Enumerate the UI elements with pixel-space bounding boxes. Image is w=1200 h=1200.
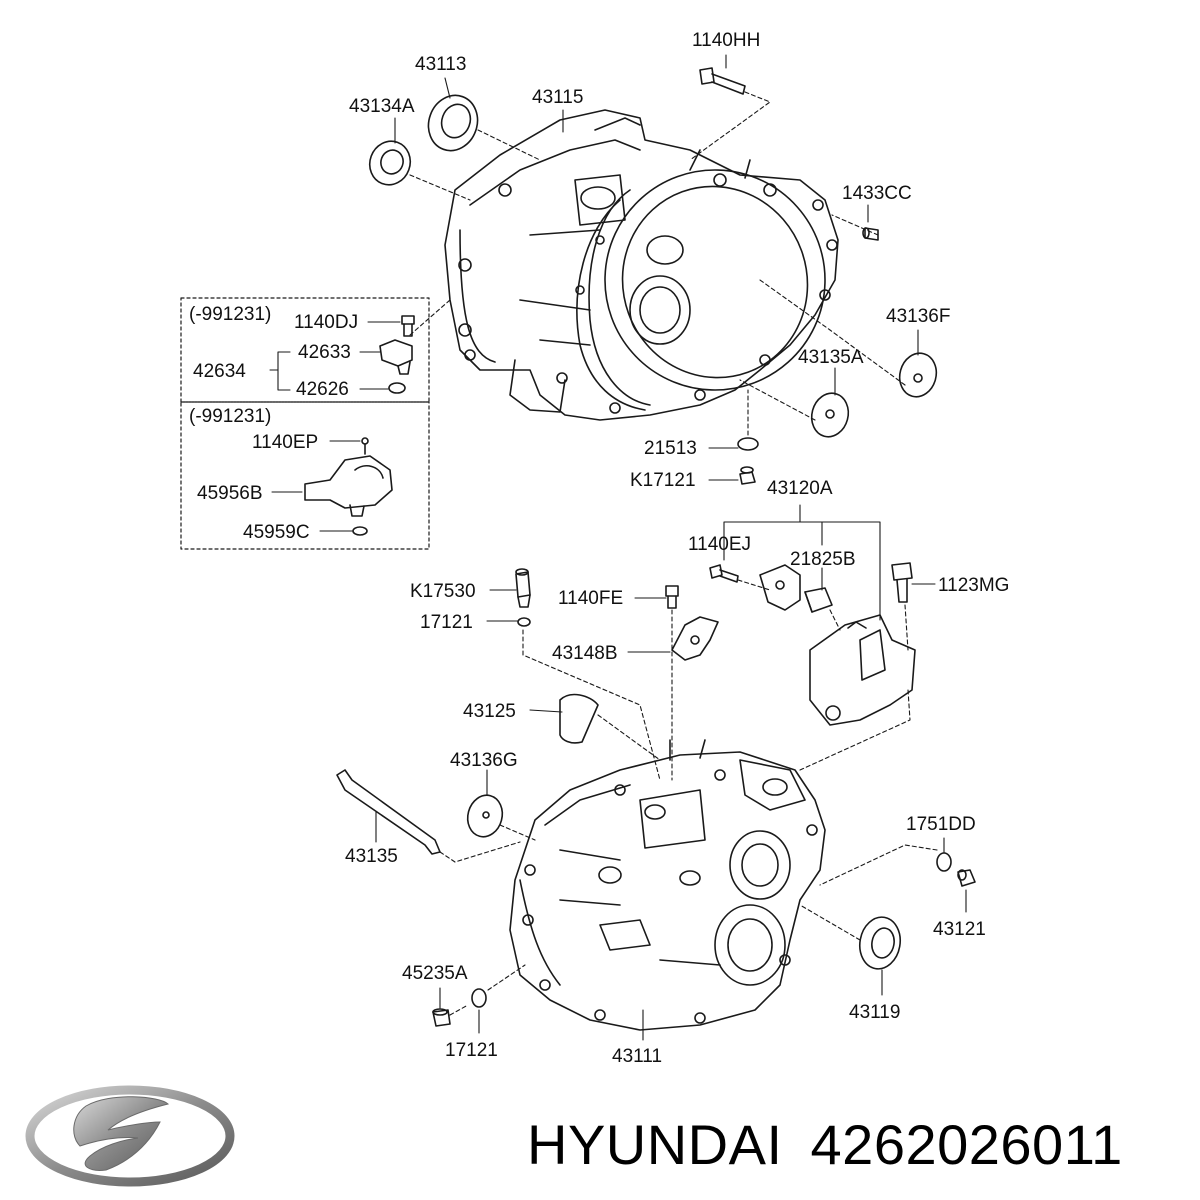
label-43120a: 43120A [767, 478, 833, 499]
label-43148b: 43148B [552, 643, 618, 664]
cover-43125-icon [559, 693, 599, 744]
label-43136g: 43136G [450, 750, 518, 771]
washer-17121-upper-icon [517, 617, 531, 627]
leader-lines [269, 54, 967, 1041]
label-1140ep: 1140EP [252, 432, 318, 453]
oring-42626-icon [388, 382, 406, 394]
assembly-lines [409, 91, 938, 1016]
label-17121-lower: 17121 [445, 1040, 498, 1061]
bolt-1123mg-icon [891, 562, 913, 603]
part-labels: (-991231) (-991231) 1140HH 43113 43115 4… [189, 30, 1009, 1067]
label-21513: 21513 [644, 438, 697, 459]
transmission-case-lower [509, 739, 826, 1031]
pin-1433cc-icon [862, 227, 879, 241]
label-k17530: K17530 [410, 581, 476, 602]
label-43135a: 43135A [798, 347, 864, 368]
label-1123mg: 1123MG [938, 575, 1009, 596]
bracket-43120a-icon [759, 564, 916, 726]
plug-45235a-icon [432, 1008, 451, 1027]
sensor-group-box-top [180, 297, 430, 403]
bolt-1140ej-icon [709, 564, 739, 583]
group-label-bottom: (-991231) [189, 406, 271, 427]
label-43111: 43111 [612, 1046, 662, 1067]
label-45235a: 45235A [402, 963, 468, 984]
label-17121-upper: 17121 [420, 612, 473, 633]
screw-1140ep-icon [361, 437, 369, 455]
label-45956b: 45956B [197, 483, 263, 504]
label-43119: 43119 [849, 1002, 900, 1023]
label-1751dd: 1751DD [906, 814, 976, 835]
label-43136f: 43136F [886, 306, 950, 327]
label-42634: 42634 [193, 361, 246, 382]
plate-43135a-icon [810, 392, 850, 438]
seal-43113-icon [427, 94, 479, 152]
label-43121: 43121 [933, 919, 986, 940]
sensor-42633-icon [379, 339, 413, 375]
washer-21513-icon [737, 437, 759, 451]
brand-name: HYUNDAI [527, 1113, 783, 1176]
plug-43121-icon [957, 869, 976, 887]
bolt-1140hh-icon [699, 67, 746, 95]
label-42626: 42626 [296, 379, 349, 400]
transmission-case-upper [444, 109, 839, 421]
plate-43136f-icon [898, 352, 938, 398]
brand-caption: HYUNDAI 4262026011 [527, 1112, 1123, 1177]
part-number: 4262026011 [810, 1113, 1123, 1176]
plug-k17530-icon [515, 568, 531, 608]
bracket-43148b-icon [671, 616, 719, 661]
hyundai-logo-icon [25, 1085, 235, 1187]
label-43113: 43113 [415, 54, 466, 75]
bolt-1140dj-icon [401, 315, 415, 337]
label-43134a: 43134A [349, 96, 415, 117]
label-43115: 43115 [532, 87, 583, 108]
seal-43134a-icon [368, 140, 412, 186]
label-42633: 42633 [298, 342, 351, 363]
plug-k17121-icon [739, 466, 756, 485]
label-43125: 43125 [463, 701, 516, 722]
label-21825b: 21825B [790, 549, 856, 570]
washer-1751dd-icon [936, 852, 952, 872]
rod-43135-icon [336, 769, 441, 855]
label-1433cc: 1433CC [842, 183, 912, 204]
label-45959c: 45959C [243, 522, 310, 543]
group-label-top: (-991231) [189, 304, 271, 325]
label-1140fe: 1140FE [558, 588, 623, 609]
oring-45959c-icon [352, 526, 368, 536]
switch-45956b-icon [304, 455, 393, 517]
bracket-piece-21825b-icon [804, 587, 833, 613]
plate-43136g-icon [466, 794, 504, 838]
washer-17121-lower-icon [471, 988, 487, 1008]
label-43135: 43135 [345, 846, 398, 867]
label-1140hh: 1140HH [692, 30, 760, 51]
label-1140ej: 1140EJ [688, 534, 751, 555]
label-1140dj: 1140DJ [294, 312, 358, 333]
label-k17121: K17121 [630, 470, 696, 491]
seal-43119-icon [858, 916, 902, 970]
sensor-group-box-bottom [180, 401, 430, 550]
bolt-1140fe-icon [665, 585, 679, 609]
